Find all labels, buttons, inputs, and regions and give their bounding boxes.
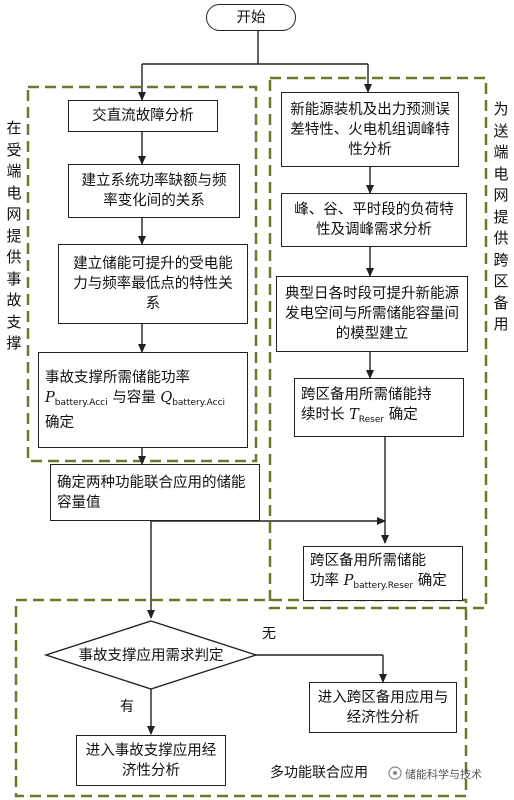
watermark-logo-icon bbox=[388, 766, 402, 780]
acci-line1: 事故支撑所需储能功率 bbox=[45, 369, 190, 386]
branch-yes-label: 有 bbox=[120, 699, 134, 715]
decision-label: 事故支撑应用需求判定 bbox=[78, 648, 224, 664]
reserve-power-line1: 跨区备用所需储能 bbox=[310, 553, 426, 569]
decision-text-holder: 事故支撑应用需求判定 bbox=[72, 636, 230, 676]
combine-capacity-text: 确定两种功能联合应用的储能容量值 bbox=[57, 474, 246, 511]
left-step-storage-characteristic: 建立储能可提升的受电能力与频率最低点的特性关系 bbox=[58, 244, 248, 324]
left-step-3-text: 建立储能可提升的受电能力与频率最低点的特性关系 bbox=[73, 256, 233, 312]
t-reser-subscript: Reser bbox=[358, 415, 385, 425]
p-acci-subscript: battery.Acci bbox=[54, 397, 108, 408]
acci-line2: Pbattery.Acci 与容量 Qbattery.Acci bbox=[45, 388, 225, 413]
right-step-load-analysis: 峰、谷、平时段的负荷特性及调峰需求分析 bbox=[281, 193, 467, 247]
right-step-3-text: 典型日各时段可提升新能源发电空间与所需储能容量间的模型建立 bbox=[285, 286, 459, 342]
right-step-reserve-power: 跨区备用所需储能 功率 Pbattery.Reser 确定 bbox=[303, 546, 463, 601]
watermark-text: 储能科学与技术 bbox=[405, 768, 482, 781]
duration-suffix: 确定 bbox=[388, 407, 418, 423]
left-group-label: 在受端电网提供事故支撑 bbox=[6, 119, 22, 352]
duration-line1: 跨区备用所需储能持 bbox=[301, 387, 432, 403]
outcome-acci-economy: 进入事故支撑应用经济性分析 bbox=[76, 735, 226, 786]
outcome-reserve-text: 进入跨区备用应用与经济性分析 bbox=[317, 689, 449, 726]
outcome-reserve-economy: 进入跨区备用应用与经济性分析 bbox=[309, 682, 457, 733]
start-label: 开始 bbox=[236, 9, 266, 26]
q-acci-subscript: battery.Acci bbox=[172, 397, 226, 408]
right-group-label: 为送端电网提供跨区备用 bbox=[493, 100, 509, 333]
right-group-region bbox=[268, 76, 488, 610]
duration-prefix: 续时长 bbox=[301, 407, 345, 423]
start-node: 开始 bbox=[206, 4, 296, 31]
bottom-group-label: 多功能联合应用 bbox=[270, 765, 368, 781]
acci-between: 与容量 bbox=[112, 389, 156, 406]
p-reser-subscript: battery.Reser bbox=[353, 581, 414, 591]
duration-line2: 续时长 TReser 确定 bbox=[301, 405, 418, 430]
reserve-power-suffix: 确定 bbox=[417, 573, 447, 589]
watermark-logo-icon-dot bbox=[393, 771, 397, 775]
reserve-power-line2: 功率 Pbattery.Reser 确定 bbox=[310, 571, 447, 596]
acci-line3: 确定 bbox=[45, 414, 74, 431]
outcome-acci-text: 进入事故支撑应用经济性分析 bbox=[85, 742, 217, 779]
left-step-fault-analysis: 交直流故障分析 bbox=[68, 100, 218, 132]
left-step-1-text: 交直流故障分析 bbox=[92, 108, 194, 124]
combine-capacity-box: 确定两种功能联合应用的储能容量值 bbox=[50, 464, 260, 521]
right-step-model-build: 典型日各时段可提升新能源发电空间与所需储能容量间的模型建立 bbox=[276, 276, 468, 352]
branch-no-label: 无 bbox=[262, 626, 276, 642]
right-step-2-text: 峰、谷、平时段的负荷特性及调峰需求分析 bbox=[294, 202, 454, 238]
left-step-2-text: 建立系统功率缺额与频率变化间的关系 bbox=[81, 173, 227, 209]
left-step-power-frequency: 建立系统功率缺额与频率变化间的关系 bbox=[68, 164, 240, 218]
reserve-power-prefix: 功率 bbox=[310, 573, 339, 589]
bottom-group-region bbox=[14, 598, 468, 798]
p-acci-symbol: P bbox=[45, 389, 55, 406]
right-step-renewable-analysis: 新能源装机及出力预测误差特性、火电机组调峰特性分析 bbox=[281, 92, 459, 167]
left-step-acci-requirement: 事故支撑所需储能功率 Pbattery.Acci 与容量 Qbattery.Ac… bbox=[38, 352, 248, 448]
right-step-duration: 跨区备用所需储能持 续时长 TReser 确定 bbox=[294, 378, 464, 437]
t-reser-symbol: T bbox=[349, 407, 359, 423]
p-reser-symbol: P bbox=[343, 573, 354, 589]
right-step-1-text: 新能源装机及出力预测误差特性、火电机组调峰特性分析 bbox=[290, 101, 450, 158]
q-acci-symbol: Q bbox=[160, 389, 173, 406]
